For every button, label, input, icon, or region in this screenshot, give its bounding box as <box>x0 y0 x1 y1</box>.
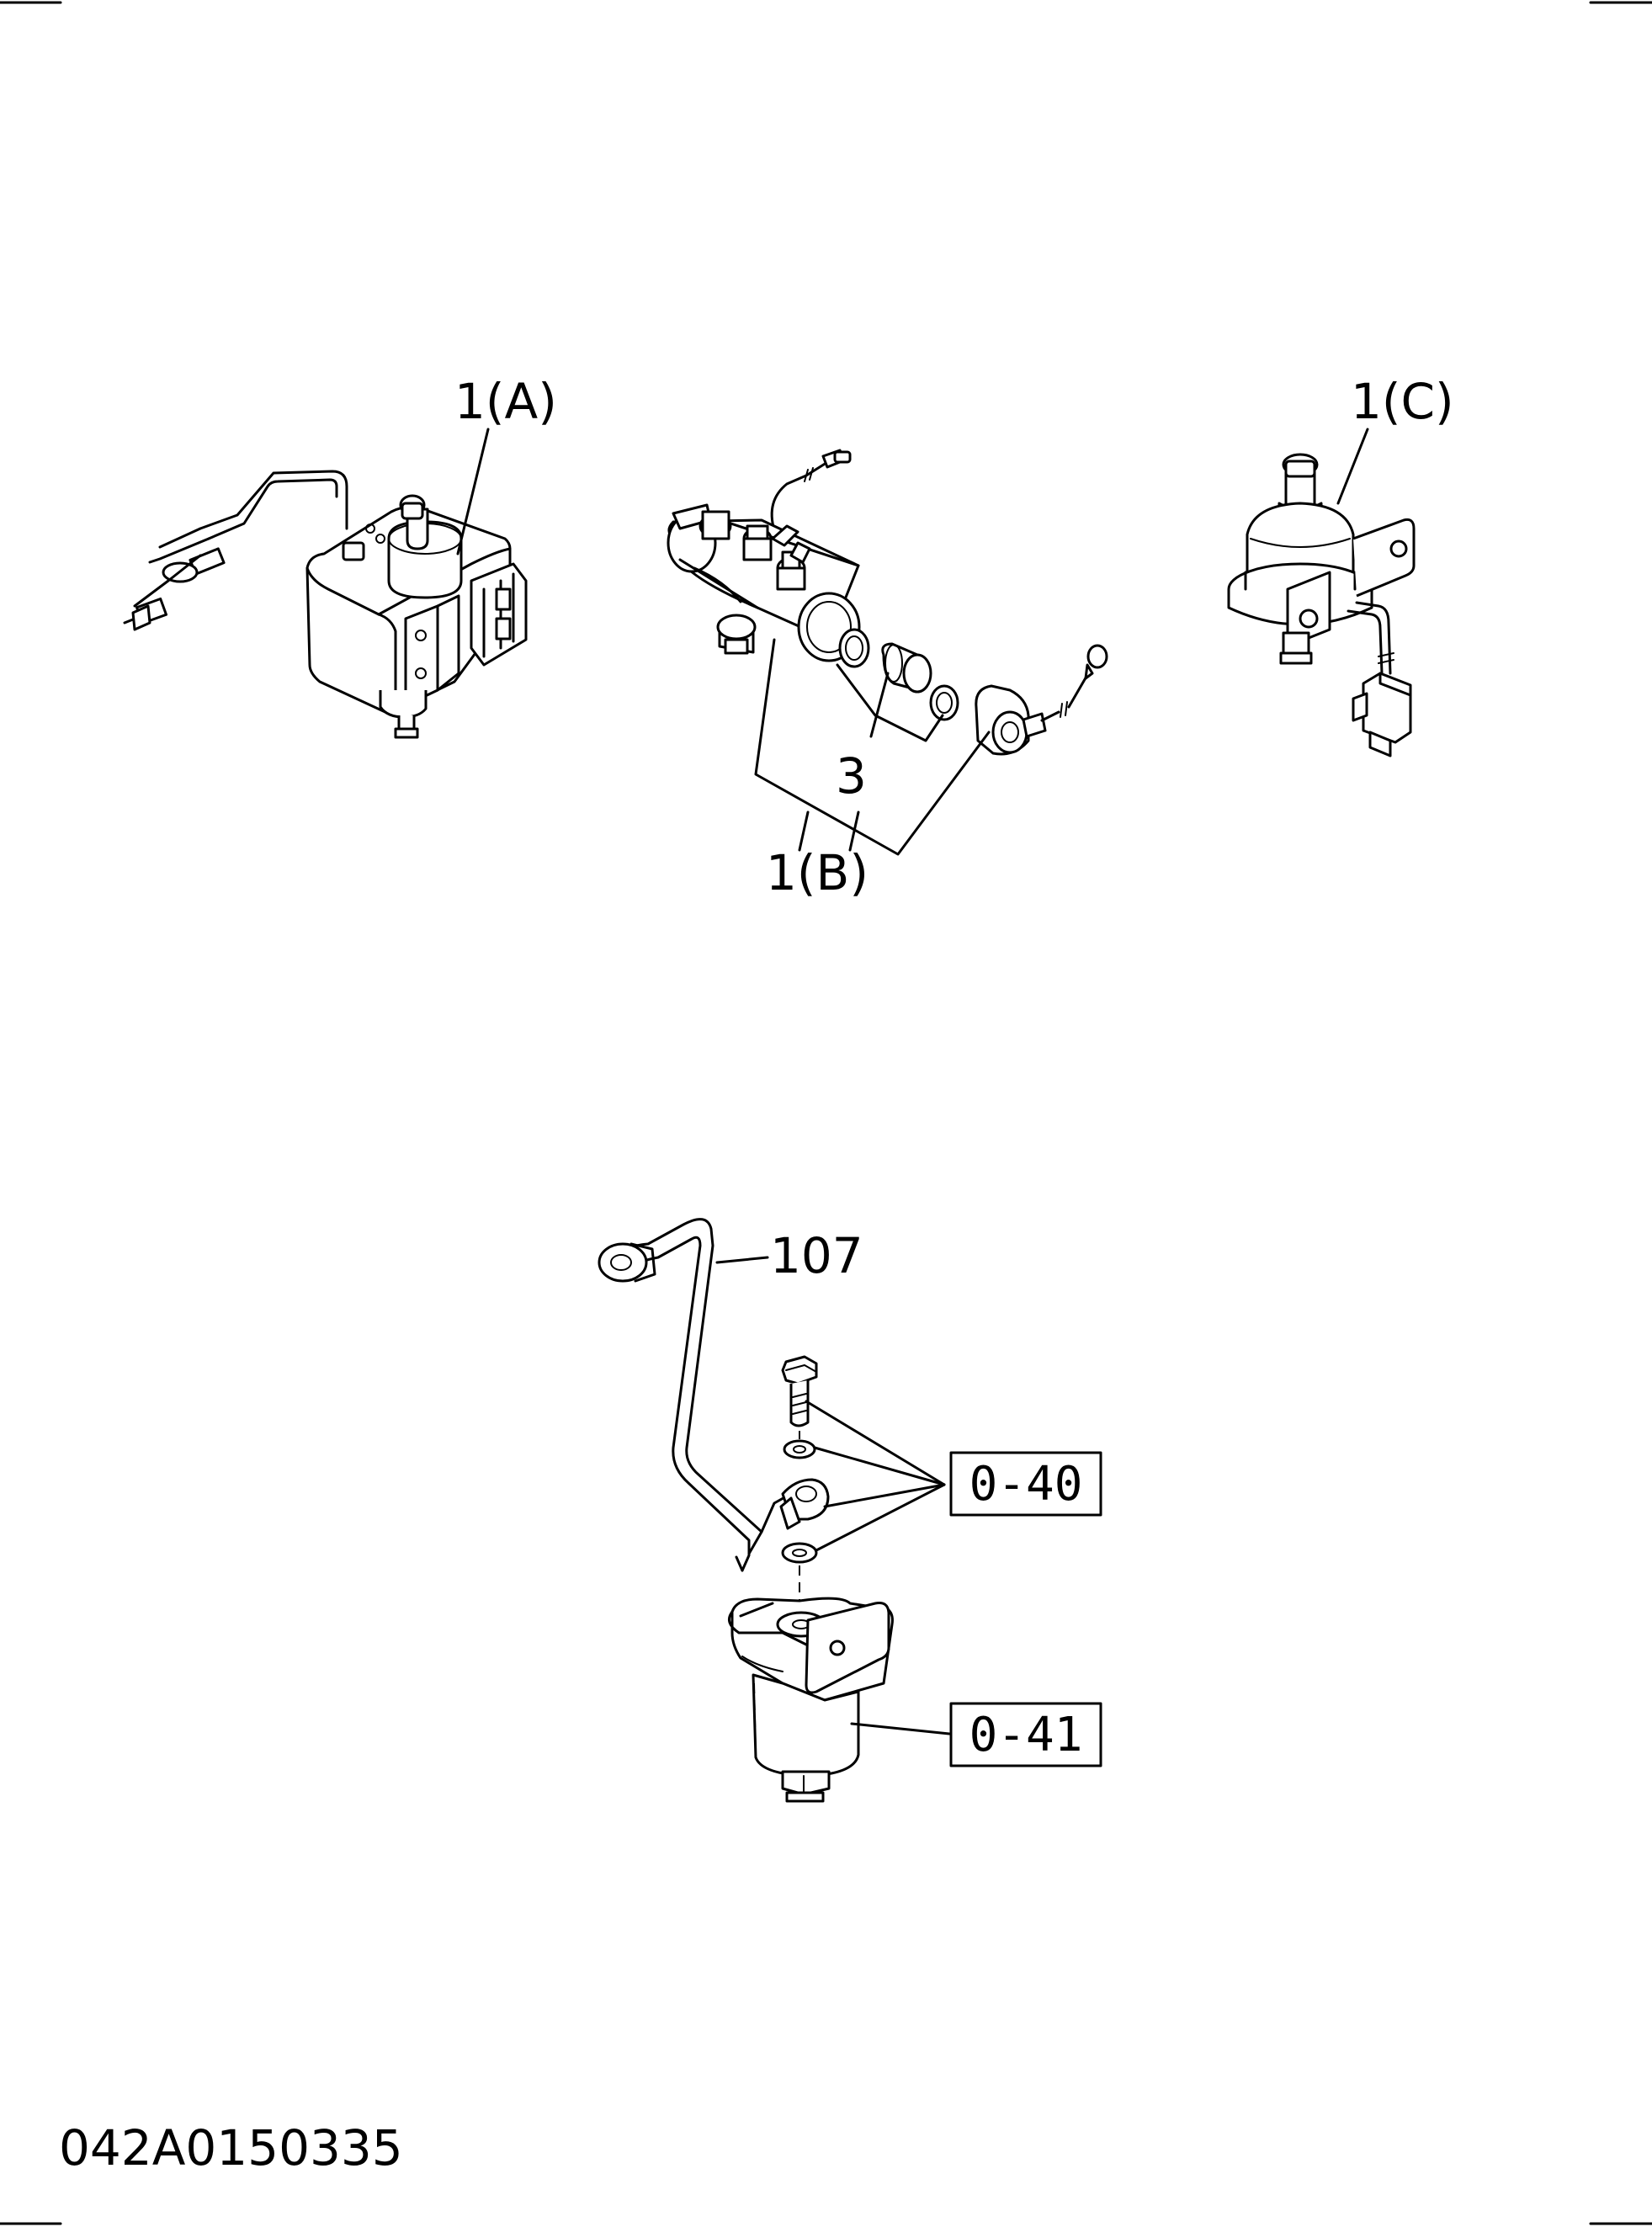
callout-3: 3 <box>836 747 867 805</box>
ref-box-0-41 <box>949 1702 1102 1767</box>
callout-1a: 1(A) <box>454 373 557 430</box>
ref-0-40: 0-40 <box>969 1457 1083 1512</box>
fuel-filter-assembly <box>598 1218 894 1803</box>
fuel-pump-a <box>123 428 528 739</box>
ref-box-0-40 <box>949 1451 1102 1517</box>
callout-107: 107 <box>770 1227 863 1284</box>
fuel-pump-b <box>667 449 1108 856</box>
callout-1b: 1(B) <box>766 844 868 901</box>
leader-0-41 <box>850 1722 951 1735</box>
callout-1c: 1(C) <box>1351 373 1454 430</box>
leader-107 <box>715 1256 769 1264</box>
drawing-code: 042A0150335 <box>59 2119 403 2177</box>
ref-0-41: 0-41 <box>969 1708 1083 1762</box>
fuel-pump-c <box>1227 428 1416 757</box>
leaders-0-40 <box>805 1400 946 1552</box>
